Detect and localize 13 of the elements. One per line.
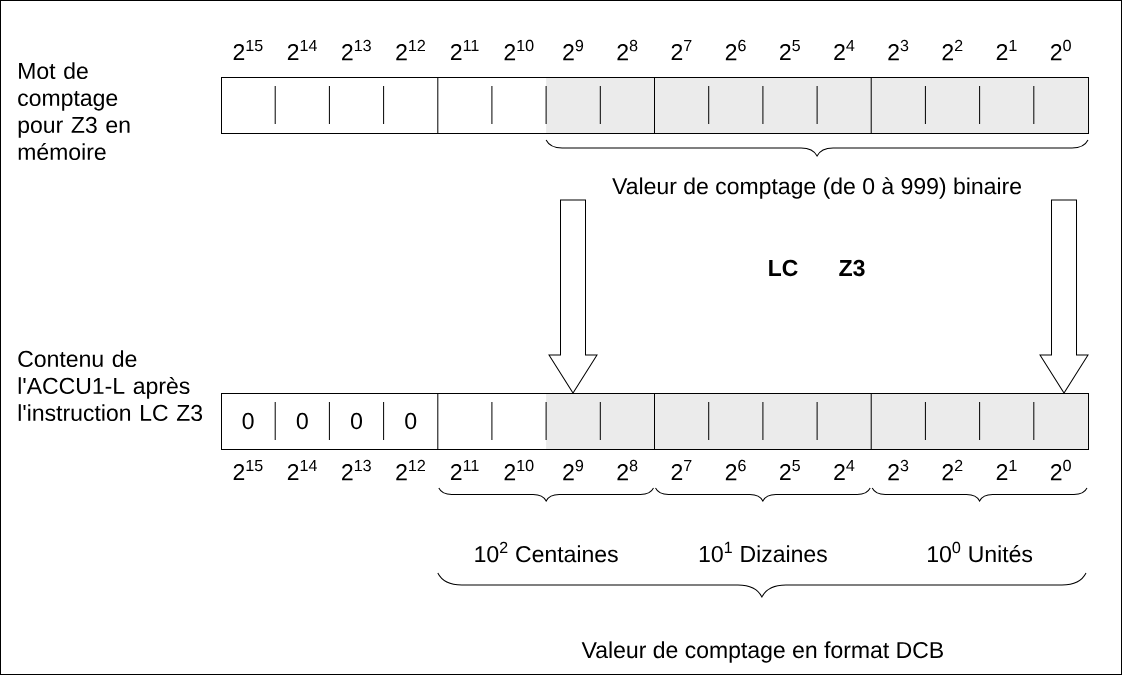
caption-text: Mot de comptage pour Z3 en mémoire — [18, 62, 130, 161]
brace-label: 10$^{1}$ Dizaines — [699, 541, 827, 563]
instruction-text: Z3 — [839, 259, 865, 277]
brace-label: Valeur de comptage (de 0 à 999) binaire — [612, 177, 1021, 199]
brace-label: 10$^{2}$ Centaines — [475, 541, 618, 563]
register-box: 0 0 0 0 — [221, 392, 1089, 450]
brace-label: 10$^{0}$ Unités — [928, 541, 1033, 563]
block-arrow — [548, 199, 598, 394]
brace-label: Valeur de comptage en format DCB — [581, 641, 943, 663]
instruction-text: LC — [769, 259, 798, 277]
caption-text: Contenu de l'ACCU1-L après l'instruction LC Z3 — [18, 350, 203, 422]
register-box — [221, 76, 1089, 134]
block-arrow — [1039, 199, 1089, 394]
